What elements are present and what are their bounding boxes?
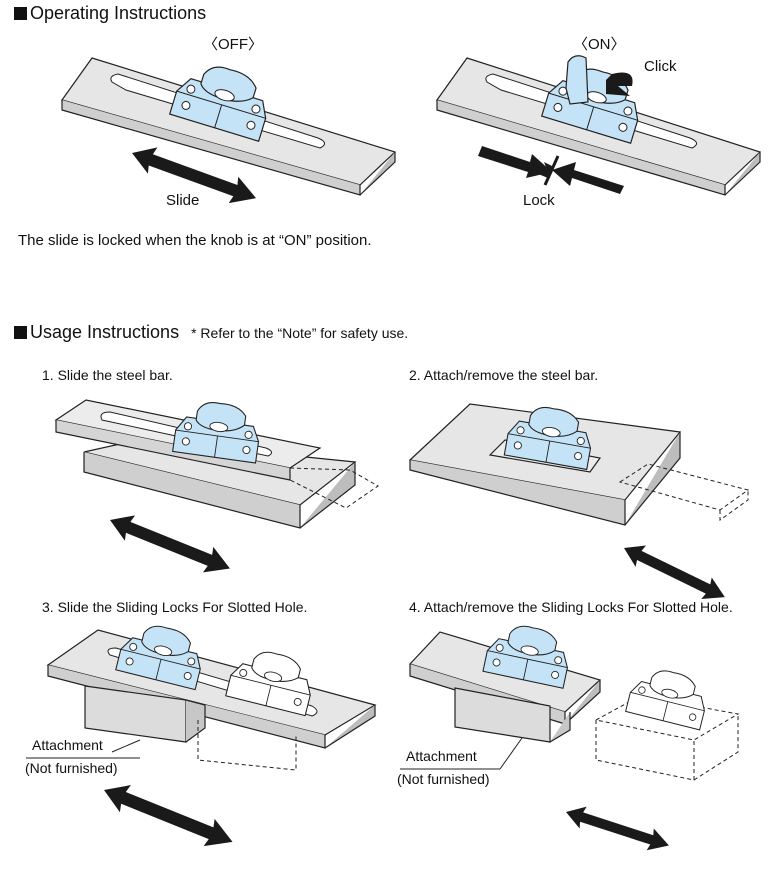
not-furnished-label-4: (Not furnished) [397, 771, 490, 787]
usage-heading: Usage Instructions * Refer to the “Note”… [14, 322, 408, 343]
step-2-caption: 2. Attach/remove the steel bar. [409, 367, 599, 383]
slide-label: Slide [166, 192, 200, 209]
step-4-double-arrow [562, 801, 673, 857]
step-3-caption: 3. Slide the Sliding Locks For Slotted H… [42, 599, 308, 615]
step-4-caption: 4. Attach/remove the Sliding Locks For S… [409, 599, 733, 615]
operating-description: The slide is locked when the knob is at … [18, 232, 372, 249]
off-illustration [61, 55, 397, 212]
operating-heading-text: Operating Instructions [30, 3, 207, 23]
on-illustration [436, 55, 762, 196]
step-1-lock-unit [172, 397, 264, 464]
usage-heading-text: Usage Instructions [30, 322, 180, 342]
not-furnished-label-3: (Not furnished) [25, 760, 118, 776]
attachment-label-4: Attachment [406, 748, 477, 764]
step-4-illustration [400, 618, 740, 857]
step-4-ghost-lock-unit [625, 662, 713, 731]
lock-arrow-right-icon [552, 162, 624, 194]
off-label: 〈OFF〉 [203, 36, 263, 53]
step-3-double-arrow [98, 776, 239, 856]
step-1-caption: 1. Slide the steel bar. [42, 367, 173, 383]
on-label: 〈ON〉 [573, 36, 626, 53]
step-2-double-arrow [618, 537, 731, 608]
step-1-illustration [54, 397, 379, 582]
raised-knob [565, 55, 589, 105]
click-label: Click [644, 58, 677, 75]
attachment-label-3: Attachment [32, 737, 103, 753]
click-arrow-icon [606, 72, 633, 96]
square-bullet-icon [14, 326, 27, 339]
operating-heading: Operating Instructions [14, 3, 206, 24]
lock-label: Lock [523, 192, 555, 209]
step-1-double-arrow [104, 507, 236, 582]
step-3-illustration [26, 617, 377, 856]
step-2-illustration [408, 400, 750, 608]
square-bullet-icon [14, 7, 27, 20]
safety-note: * Refer to the “Note” for safety use. [191, 324, 409, 341]
